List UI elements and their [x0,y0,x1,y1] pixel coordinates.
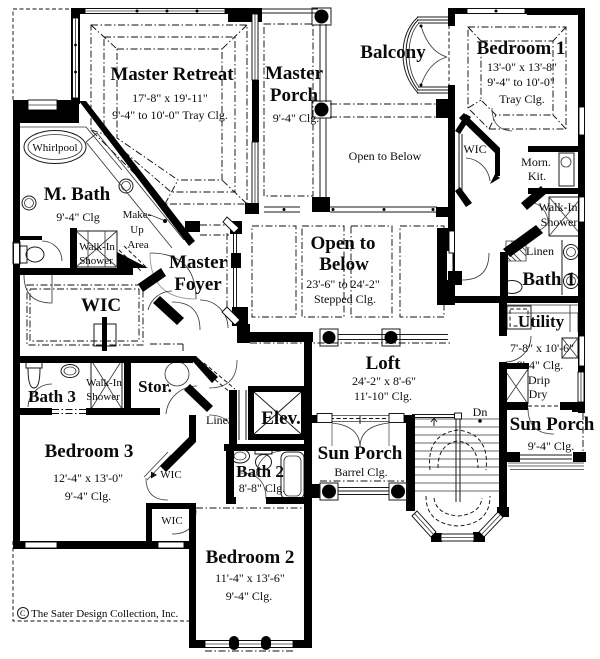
svg-text:Porch: Porch [270,85,319,106]
svg-text:Shower: Shower [86,391,120,403]
svg-text:Area: Area [127,239,148,251]
svg-text:9'-4" Clg: 9'-4" Clg [56,210,99,224]
svg-text:Walk-In: Walk-In [538,200,577,214]
svg-text:Kit.: Kit. [528,169,546,183]
svg-text:Bedroom 1: Bedroom 1 [477,38,566,59]
svg-text:M. Bath: M. Bath [44,184,111,205]
svg-text:9'-4" to 10'-0" Tray Clg.: 9'-4" to 10'-0" Tray Clg. [112,108,228,122]
svg-text:Dry: Dry [529,387,548,401]
svg-text:WIC: WIC [81,295,121,316]
svg-text:11'-10" Clg.: 11'-10" Clg. [354,389,412,403]
svg-text:9'-4" Clg.: 9'-4" Clg. [273,111,319,125]
svg-text:Bath 2: Bath 2 [236,462,284,481]
svg-text:23'-6" to 24'-2": 23'-6" to 24'-2" [306,277,380,291]
svg-text:13'-0" x 13'-8": 13'-0" x 13'-8" [487,60,557,74]
svg-text:24'-2" x 8'-6": 24'-2" x 8'-6" [352,374,416,388]
svg-text:Bedroom 3: Bedroom 3 [45,441,134,462]
svg-text:Foyer: Foyer [174,274,222,295]
svg-text:Master Retreat: Master Retreat [110,64,234,85]
svg-text:12'-4" x 13'-0": 12'-4" x 13'-0" [53,471,123,485]
svg-text:WIC: WIC [463,142,486,156]
svg-text:WIC: WIC [161,515,182,527]
svg-text:Stor.: Stor. [138,377,172,396]
svg-text:9'-4" Clg.: 9'-4" Clg. [528,439,574,453]
svg-text:Bedroom 2: Bedroom 2 [206,547,295,568]
svg-text:Linen: Linen [526,244,554,258]
svg-text:Whirlpool: Whirlpool [32,142,77,154]
svg-text:Morn.: Morn. [521,155,551,169]
svg-text:Below: Below [319,254,369,275]
svg-text:Balcony: Balcony [360,42,426,63]
svg-text:Bath 1: Bath 1 [522,269,575,290]
svg-text:Tray Clg.: Tray Clg. [499,92,545,106]
svg-text:The Sater Design Collection, I: The Sater Design Collection, Inc. [31,608,178,620]
svg-text:Utility: Utility [518,312,565,331]
svg-text:Drip: Drip [528,373,550,387]
svg-text:Linen: Linen [206,413,234,427]
svg-text:C: C [20,609,25,618]
svg-text:Master: Master [265,63,324,84]
svg-text:Dn: Dn [473,405,488,419]
svg-text:Open to: Open to [311,233,376,254]
svg-text:9'-4" to 10'-0": 9'-4" to 10'-0" [487,75,555,89]
svg-text:Make-: Make- [123,209,152,221]
svg-text:Walk-In: Walk-In [79,241,115,253]
svg-text:Sun Porch: Sun Porch [318,443,403,464]
svg-text:Bath 3: Bath 3 [28,387,76,406]
svg-text:Walk-In: Walk-In [86,377,122,389]
svg-text:Master: Master [169,252,228,273]
svg-text:Loft: Loft [366,353,402,374]
svg-text:9'-4" Clg.: 9'-4" Clg. [226,589,272,603]
svg-text:11'-4" x 13'-6": 11'-4" x 13'-6" [215,571,285,585]
svg-text:WIC: WIC [160,469,181,481]
svg-text:17'-8" x 19'-11": 17'-8" x 19'-11" [132,91,208,105]
svg-text:Sun Porch: Sun Porch [510,414,595,435]
svg-text:Open to Below: Open to Below [349,149,422,163]
svg-text:9'-4" Clg.: 9'-4" Clg. [517,358,563,372]
svg-text:Shower: Shower [541,215,578,229]
svg-text:8'-8" Clg.: 8'-8" Clg. [239,481,285,495]
svg-text:Up: Up [130,224,144,236]
svg-text:7'-8" x 10'-6": 7'-8" x 10'-6" [510,341,574,355]
svg-text:Stepped Clg.: Stepped Clg. [314,292,376,306]
svg-text:9'-4" Clg.: 9'-4" Clg. [65,489,111,503]
svg-text:Elev.: Elev. [261,408,301,429]
svg-text:Shower: Shower [79,255,113,267]
svg-text:Barrel Clg.: Barrel Clg. [334,465,387,479]
